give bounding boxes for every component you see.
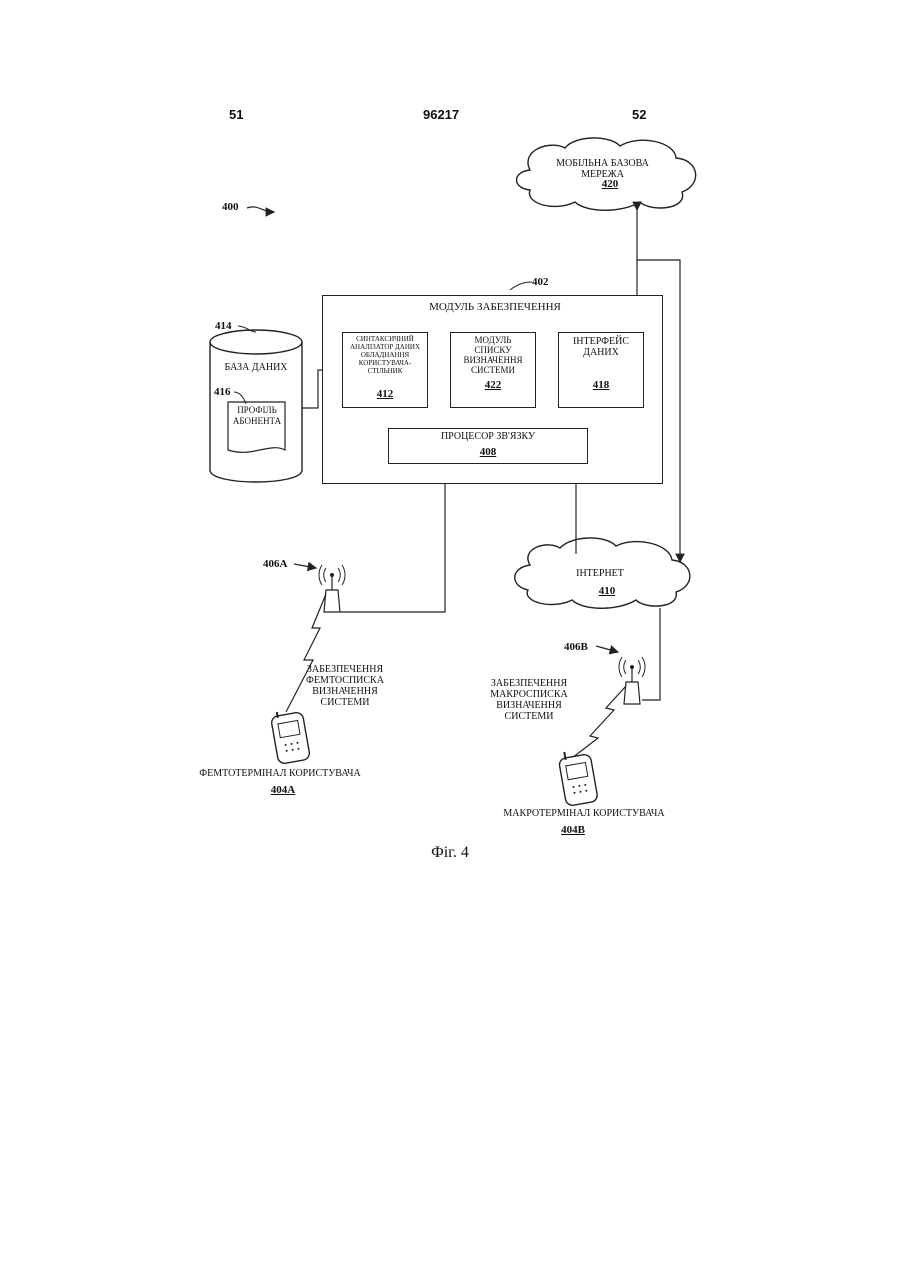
- macro-terminal-number: 404B: [548, 824, 598, 836]
- comm-processor-number: 408: [463, 446, 513, 458]
- database-label: БАЗА ДАНИХ: [212, 362, 300, 373]
- system-ref: 400: [222, 201, 239, 213]
- provisioning-module-title: МОДУЛЬ ЗАБЕЗПЕЧЕННЯ: [400, 302, 590, 313]
- femto-terminal-label: ФЕМТОТЕРМІНАЛ КОРИСТУВАЧА: [190, 768, 370, 779]
- macro-ap-ref: 406B: [564, 641, 588, 653]
- data-interface-number: 418: [576, 379, 626, 391]
- profile-label: ПРОФІЛЬ АБОНЕНТА: [232, 405, 282, 427]
- provisioning-module-ref: 402: [532, 276, 549, 288]
- data-interface-label: ІНТЕРФЕЙС ДАНИХ: [566, 336, 636, 358]
- macro-terminal-label: МАКРОТЕРМІНАЛ КОРИСТУВАЧА: [494, 808, 674, 819]
- comm-processor-label: ПРОЦЕСОР ЗВ'ЯЗКУ: [395, 431, 581, 442]
- parser-number: 412: [360, 388, 410, 400]
- list-module-label: МОДУЛЬ СПИСКУ ВИЗНАЧЕННЯ СИСТЕМИ: [456, 335, 530, 375]
- figure-caption: Фіг. 4: [410, 844, 490, 862]
- internet-label: ІНТЕРНЕТ: [560, 568, 640, 579]
- femto-phone-icon: [270, 708, 311, 765]
- list-module-number: 422: [468, 379, 518, 391]
- macro-access-point-icon: [619, 657, 645, 704]
- parser-label: СИНТАКСИЧНИЙ АНАЛІЗАТОР ДАНИХ ОБЛАДНАННЯ…: [344, 335, 426, 375]
- femto-terminal-number: 404A: [258, 784, 308, 796]
- macro-phone-icon: [557, 748, 598, 807]
- internet-number: 410: [582, 585, 632, 597]
- mobile-network-label: МОБІЛЬНА БАЗОВА МЕРЕЖА: [535, 158, 670, 180]
- macro-provisioning-note: ЗАБЕЗПЕЧЕННЯ МАКРОСПИСКА ВИЗНАЧЕННЯ СИСТ…: [480, 678, 578, 722]
- profile-ref: 416: [214, 386, 231, 398]
- database-ref: 414: [215, 320, 232, 332]
- macro-wireless-link: [572, 686, 626, 758]
- femto-access-point-icon: [319, 565, 345, 612]
- femto-provisioning-note: ЗАБЕЗПЕЧЕННЯ ФЕМТОСПИСКА ВИЗНАЧЕННЯ СИСТ…: [300, 664, 390, 708]
- mobile-network-number: 420: [585, 178, 635, 190]
- femto-ap-ref: 406A: [263, 558, 287, 570]
